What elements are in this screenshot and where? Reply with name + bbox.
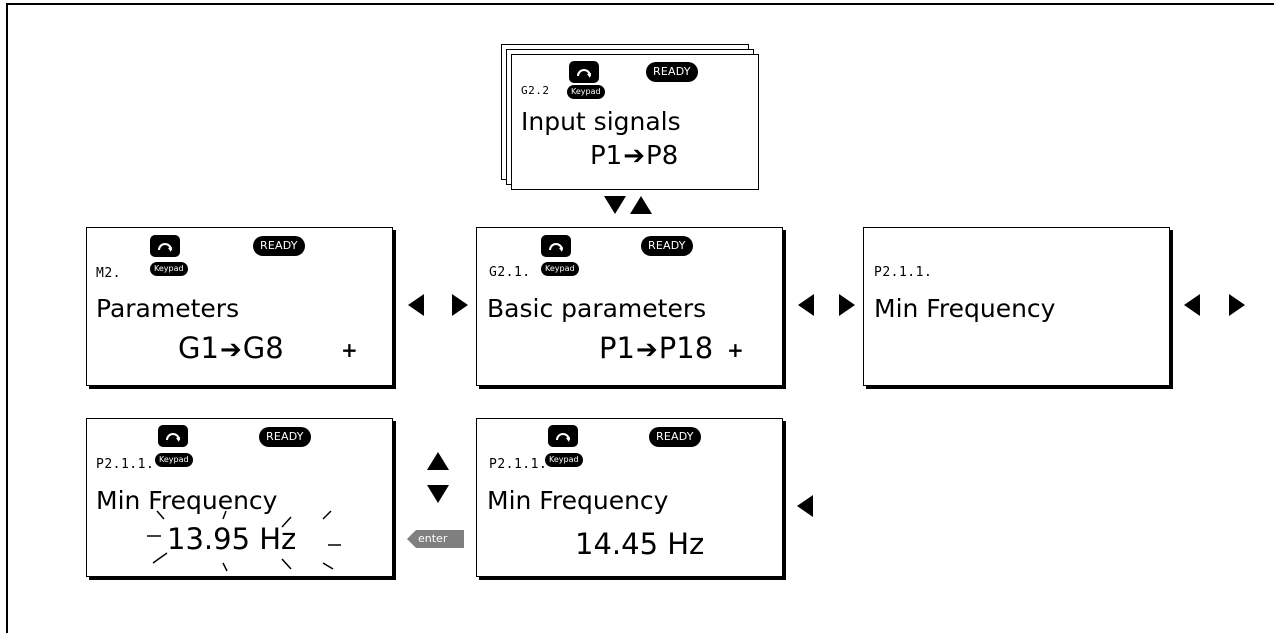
down-arrow-icon[interactable] [427,485,449,503]
min-frequency-edit-panel: READY P2.1.1. Keypad Min Frequency 13.95… [86,418,393,577]
keypad-badge: Keypad [150,262,188,276]
range-from: P1 [590,141,623,171]
down-arrow-icon[interactable] [604,196,626,214]
rotation-icon [150,235,180,257]
panel-title: Parameters [96,294,240,323]
range-to: G8 [242,331,284,365]
input-signals-panel: READY G2.2 Keypad Input signals P1➔P8 [511,54,759,190]
plus-icon: + [727,338,744,362]
min-frequency-result-panel: READY P2.1.1. Keypad Min Frequency 14.45… [476,418,783,577]
ready-badge: READY [641,236,693,256]
arrow-right-icon: ➔ [635,335,658,365]
panel-title: Min Frequency [874,294,1056,323]
keypad-badge: Keypad [541,262,579,276]
frequency-value: 14.45 Hz [575,527,705,561]
menu-code: P2.1.1. [489,457,548,472]
ready-badge: READY [259,427,311,447]
left-arrow-icon[interactable] [408,294,424,316]
keypad-badge: Keypad [567,85,605,99]
enter-label: enter [418,532,448,545]
rotation-icon [569,61,599,83]
panel-title: Min Frequency [487,486,669,515]
plus-icon: + [341,338,358,362]
menu-code: P2.1.1. [874,265,933,280]
menu-code: G2.1. [489,265,531,280]
menu-code: G2.2 [521,84,550,97]
range-from: P1 [599,331,635,365]
arrow-right-icon: ➔ [219,335,242,365]
panel-title: Input signals [521,107,681,136]
ready-badge: READY [646,62,698,82]
panel-title: Basic parameters [487,294,707,323]
blinking-value: 13.95 Hz [167,522,297,556]
range-from: G1 [178,331,219,365]
panel-range: P1➔P18 [599,331,713,365]
left-arrow-icon[interactable] [1184,294,1200,316]
range-to: P8 [646,141,679,171]
right-arrow-icon[interactable] [452,294,468,316]
min-frequency-panel: P2.1.1. Min Frequency [863,227,1170,386]
up-arrow-icon[interactable] [630,196,652,214]
ready-badge: READY [253,236,305,256]
rotation-icon [158,425,188,447]
rotation-icon [541,235,571,257]
left-arrow-icon[interactable] [797,495,813,517]
keypad-badge: Keypad [545,453,583,467]
up-arrow-icon[interactable] [427,452,449,470]
panel-title: Min Frequency [96,486,278,515]
range-to: P18 [658,331,714,365]
ready-badge: READY [649,427,701,447]
parameters-panel: READY M2. Keypad Parameters G1➔G8 + [86,227,393,386]
left-arrow-icon[interactable] [798,294,814,316]
enter-button[interactable]: enter [405,528,465,550]
panel-range: P1➔P8 [590,141,678,171]
rotation-icon [548,425,578,447]
blink-rays-icon [147,510,341,572]
panel-range: G1➔G8 [178,331,284,365]
right-arrow-icon[interactable] [839,294,855,316]
basic-parameters-panel: READY G2.1. Keypad Basic parameters P1➔P… [476,227,783,386]
arrow-right-icon: ➔ [623,141,646,171]
menu-code: M2. [96,266,121,281]
right-arrow-icon[interactable] [1229,294,1245,316]
diagram-frame [6,3,1274,633]
keypad-badge: Keypad [155,453,193,467]
menu-code: P2.1.1. [96,457,155,472]
